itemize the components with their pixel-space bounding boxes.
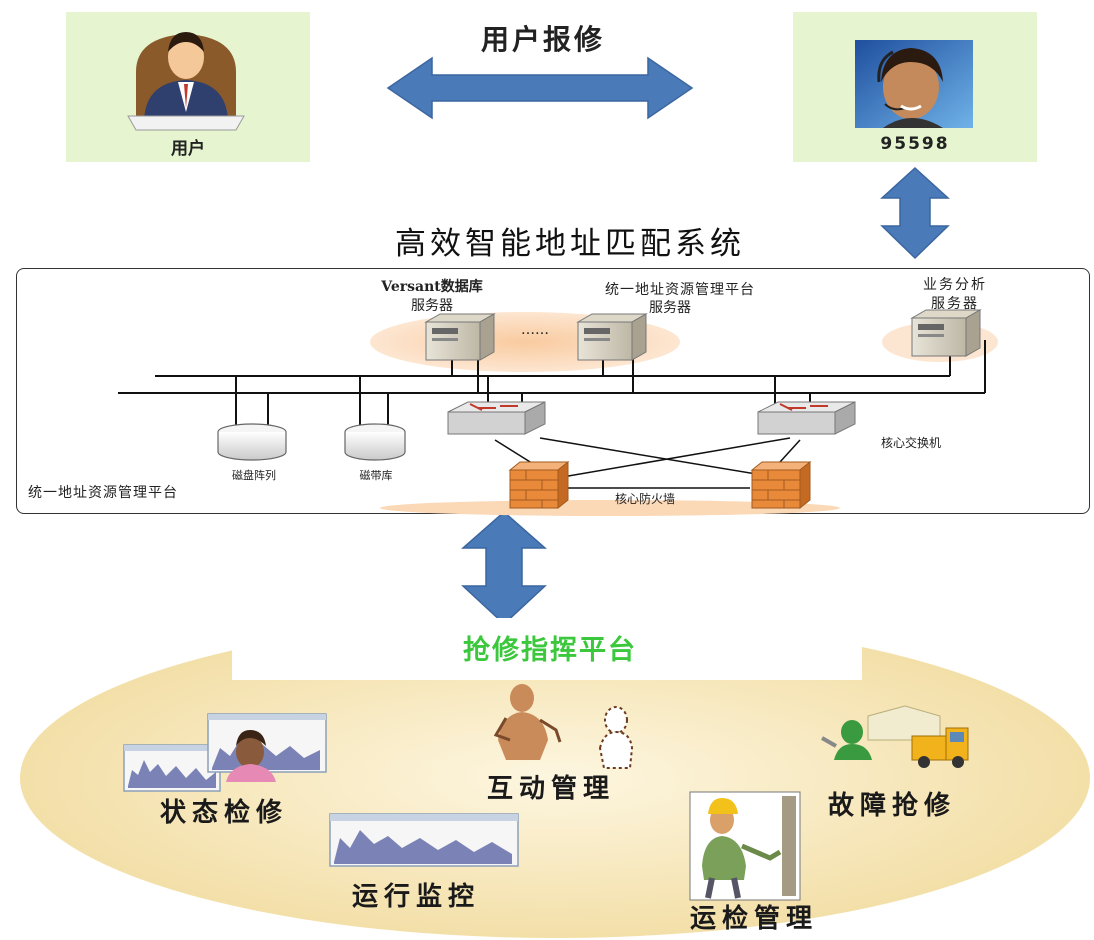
analysis-server-label-1: 业务分析	[923, 277, 987, 293]
interaction-management-label: 互动管理	[487, 774, 616, 804]
unified-server-label-2: 服务器	[649, 300, 691, 316]
firewall-glow	[380, 500, 840, 516]
tape-library-icon	[344, 423, 406, 461]
inspection-worker-icon	[689, 791, 801, 901]
core-firewall-label: 核心防火墙	[614, 492, 675, 506]
versant-server-label-1: Versant数据库	[381, 279, 483, 295]
server-dots: ……	[521, 322, 549, 338]
hotline-label: 95598	[880, 134, 950, 154]
status-monitor-screen-icon	[123, 713, 327, 792]
firewall-right-icon	[750, 460, 812, 510]
user-avatar-icon	[127, 32, 245, 131]
user-box: 用户	[66, 12, 310, 162]
platform-title: 抢修指挥平台	[463, 635, 637, 666]
repair-truck-icon	[821, 705, 969, 768]
core-switch-label: 核心交换机	[880, 436, 941, 450]
core-switch-left-icon	[447, 401, 546, 435]
disk-array-label: 磁盘阵列	[232, 469, 276, 482]
inspection-management-label: 运检管理	[690, 904, 819, 934]
call-agent-photo	[855, 40, 973, 128]
operation-monitoring-label: 运行监控	[352, 882, 481, 912]
interaction-people-icon	[493, 684, 634, 769]
hotline-box: 95598	[793, 12, 1037, 162]
analysis-server-icon	[910, 309, 982, 357]
system-title: 高效智能地址匹配系统	[395, 226, 745, 262]
firewall-left-icon	[508, 460, 570, 510]
unified-server-icon	[576, 313, 648, 361]
platform-label: 统一地址资源管理平台	[28, 485, 178, 501]
disk-array-icon	[217, 423, 287, 461]
status-maintenance-label: 状态检修	[160, 798, 289, 828]
core-switch-right-icon	[757, 401, 856, 435]
analysis-server-label-2: 服务器	[931, 296, 979, 312]
tape-library-label: 磁带库	[359, 469, 393, 482]
fault-repair-label: 故障抢修	[828, 791, 957, 821]
versant-server-icon	[424, 313, 496, 361]
unified-server-label-1: 统一地址资源管理平台	[605, 282, 755, 298]
versant-server-label-2: 服务器	[411, 298, 453, 314]
platform-ellipse	[20, 618, 1090, 938]
operation-monitor-screen-icon	[329, 813, 519, 867]
report-label: 用户报修	[480, 23, 605, 56]
user-label: 用户	[171, 139, 205, 159]
